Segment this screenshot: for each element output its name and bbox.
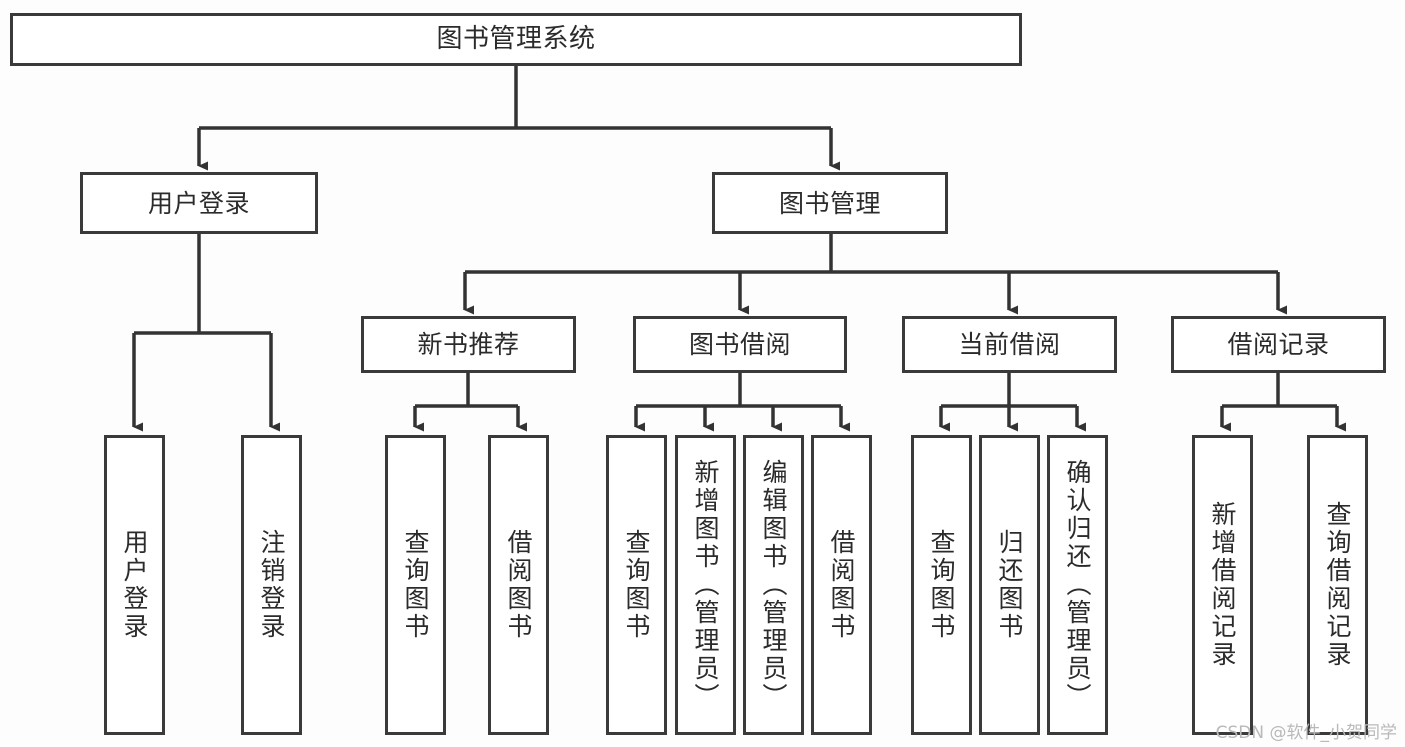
node-label: 确认归还（管理员） [1063,459,1092,711]
node-label: 编辑图书（管理员） [759,459,788,711]
node-label: 当前借阅 [958,330,1061,359]
node-label: 图书管理 [778,188,881,218]
leaf-current-borrow-confirm-return-admin[interactable]: 确认归还（管理员） [1047,435,1108,735]
node-label: 查询图书 [927,529,956,641]
node-label: 新书推荐 [417,330,520,359]
leaf-new-book-borrow-book[interactable]: 借阅图书 [488,435,549,735]
node-label: 查询借阅记录 [1323,501,1352,669]
node-new-book-recommendation[interactable]: 新书推荐 [361,316,576,373]
node-label: 借阅图书 [827,529,856,641]
leaf-user-login-logout[interactable]: 注销登录 [241,435,302,735]
node-borrow-record[interactable]: 借阅记录 [1171,316,1386,373]
node-label: 图书借阅 [688,330,791,359]
leaf-user-login-login[interactable]: 用户登录 [104,435,165,735]
node-current-borrow[interactable]: 当前借阅 [902,316,1117,373]
node-label: 新增借阅记录 [1208,501,1237,669]
node-label: 借阅图书 [504,529,533,641]
node-label: 查询图书 [401,529,430,641]
leaf-book-borrow-edit-book-admin[interactable]: 编辑图书（管理员） [743,435,804,735]
node-label: 图书管理系统 [436,24,596,55]
leaf-book-borrow-borrow-book[interactable]: 借阅图书 [811,435,872,735]
node-label: 新增图书（管理员） [691,459,720,711]
node-label: 用户登录 [120,529,149,641]
node-user-login[interactable]: 用户登录 [80,172,318,234]
leaf-book-borrow-add-book-admin[interactable]: 新增图书（管理员） [675,435,736,735]
leaf-book-borrow-query-book[interactable]: 查询图书 [606,435,667,735]
node-label: 注销登录 [257,529,286,641]
node-label: 用户登录 [147,188,250,218]
node-book-borrow[interactable]: 图书借阅 [633,316,847,373]
node-label: 借阅记录 [1227,330,1330,359]
leaf-borrow-record-add-record[interactable]: 新增借阅记录 [1192,435,1253,735]
node-book-management[interactable]: 图书管理 [712,172,948,234]
leaf-current-borrow-query-book[interactable]: 查询图书 [911,435,972,735]
node-label: 查询图书 [622,529,651,641]
node-root-book-management-system[interactable]: 图书管理系统 [10,13,1022,66]
node-label: 归还图书 [995,529,1024,641]
leaf-current-borrow-return-book[interactable]: 归还图书 [979,435,1040,735]
csdn-watermark: CSDN @软件_小贺同学 [1215,723,1397,743]
leaf-borrow-record-query-record[interactable]: 查询借阅记录 [1307,435,1368,735]
leaf-new-book-query-book[interactable]: 查询图书 [385,435,446,735]
